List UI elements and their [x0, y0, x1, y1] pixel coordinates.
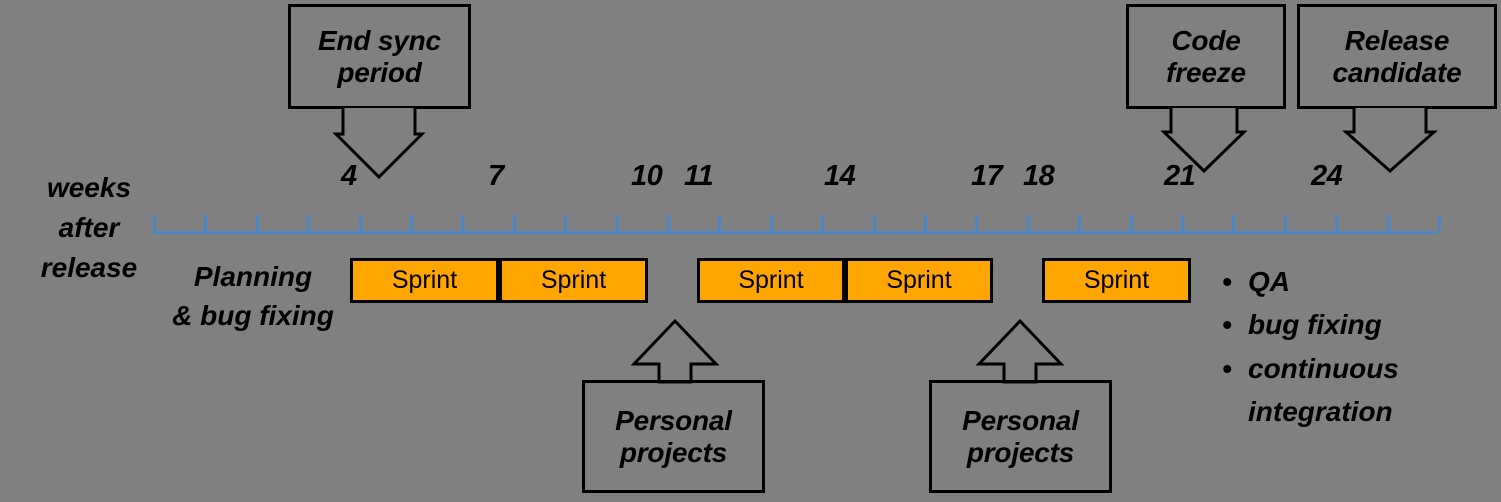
callout-personal-projects-1[interactable]: Personal projects [582, 380, 765, 493]
axis-tick [718, 215, 721, 231]
axis-tick [461, 215, 464, 231]
activities-list: • QA • bug fixing • continuous integrati… [1222, 260, 1399, 434]
week-label-10: 10 [631, 160, 663, 192]
planning-caption: Planning & bug fixing [158, 257, 348, 335]
sprint-box-1[interactable]: Sprint [350, 258, 499, 303]
sprint-box-5[interactable]: Sprint [1042, 258, 1191, 303]
week-label-21: 21 [1164, 160, 1196, 192]
activity-label-1: QA [1248, 266, 1290, 297]
list-item: integration [1222, 390, 1399, 433]
axis-tick [1284, 215, 1287, 231]
axis-tick [307, 215, 310, 231]
release-candidate-down-arrow [1342, 107, 1438, 174]
bullet-dot-icon: • [1222, 266, 1232, 297]
axis-tick [1438, 215, 1441, 231]
axis-tick [1335, 215, 1338, 231]
sprint-label-5: Sprint [1083, 266, 1150, 294]
axis-tick [410, 215, 413, 231]
axis-tick [1130, 215, 1133, 231]
axis-tick [1078, 215, 1081, 231]
axis-tick [513, 215, 516, 231]
activity-label-3: continuous [1248, 352, 1399, 384]
week-label-17: 17 [971, 160, 1003, 192]
axis-caption-line3: release [40, 251, 138, 283]
axis-caption-line2: after [58, 211, 120, 243]
callout-code-freeze[interactable]: Code freeze [1126, 4, 1286, 109]
callout-personal-projects-1-line2: projects [619, 436, 728, 468]
axis-caption-line1: weeks [46, 172, 132, 203]
week-label-18: 18 [1023, 160, 1055, 192]
bullet-dot-icon: • [1222, 352, 1232, 384]
axis-tick [1387, 215, 1390, 231]
axis-tick [256, 215, 259, 231]
axis-tick [1232, 215, 1235, 231]
bullet-dot-icon: • [1222, 309, 1232, 341]
sprint-label-3: Sprint [738, 266, 804, 294]
callout-release-candidate[interactable]: Release candidate [1297, 4, 1497, 109]
axis-tick [359, 215, 362, 231]
callout-end-sync-line2: period [337, 56, 422, 88]
timeline-axis [153, 231, 1438, 234]
week-label-24: 24 [1311, 160, 1343, 192]
week-label-7: 7 [488, 160, 504, 192]
bullet-spacer [1222, 390, 1248, 433]
callout-release-candidate-line1: Release [1344, 25, 1450, 57]
week-label-14: 14 [824, 160, 856, 192]
week-label-4: 4 [341, 160, 357, 192]
callout-end-sync-line1: End sync [318, 25, 441, 57]
list-item: • continuous [1222, 347, 1399, 390]
callout-personal-projects-2-line2: projects [966, 436, 1075, 468]
week-label-11: 11 [684, 160, 714, 192]
planning-line1: Planning [193, 261, 313, 292]
activity-label-4: integration [1248, 396, 1393, 428]
axis-tick [924, 215, 927, 231]
axis-tick [616, 215, 619, 231]
sprint-label-4: Sprint [886, 266, 952, 294]
personal-projects-1-up-arrow [630, 318, 720, 384]
planning-line2: & bug fixing [172, 300, 334, 332]
callout-end-sync-period[interactable]: End sync period [288, 4, 471, 109]
sprint-box-4[interactable]: Sprint [845, 258, 993, 303]
callout-release-candidate-line2: candidate [1332, 56, 1462, 88]
axis-caption: weeks after release [14, 168, 164, 287]
axis-tick [770, 215, 773, 231]
axis-tick [564, 215, 567, 231]
axis-tick [821, 215, 824, 231]
callout-personal-projects-2[interactable]: Personal projects [929, 380, 1112, 493]
axis-tick [1181, 215, 1184, 231]
sprint-label-1: Sprint [391, 266, 458, 294]
personal-projects-2-up-arrow [975, 318, 1065, 384]
axis-tick [204, 215, 207, 231]
callout-personal-projects-2-line1: Personal [962, 405, 1079, 437]
callout-code-freeze-line2: freeze [1166, 56, 1246, 88]
axis-tick [1027, 215, 1030, 231]
sprint-box-2[interactable]: Sprint [499, 258, 648, 303]
activity-label-2: bug fixing [1248, 309, 1382, 341]
list-item: • bug fixing [1222, 303, 1399, 346]
list-item: • QA [1222, 260, 1399, 303]
callout-personal-projects-1-line1: Personal [615, 405, 732, 437]
axis-tick [975, 215, 978, 231]
sprint-label-2: Sprint [540, 266, 607, 294]
callout-code-freeze-line1: Code [1171, 25, 1241, 57]
axis-tick [153, 215, 156, 231]
sprint-box-3[interactable]: Sprint [697, 258, 845, 303]
axis-tick [873, 215, 876, 231]
axis-tick [667, 215, 670, 231]
